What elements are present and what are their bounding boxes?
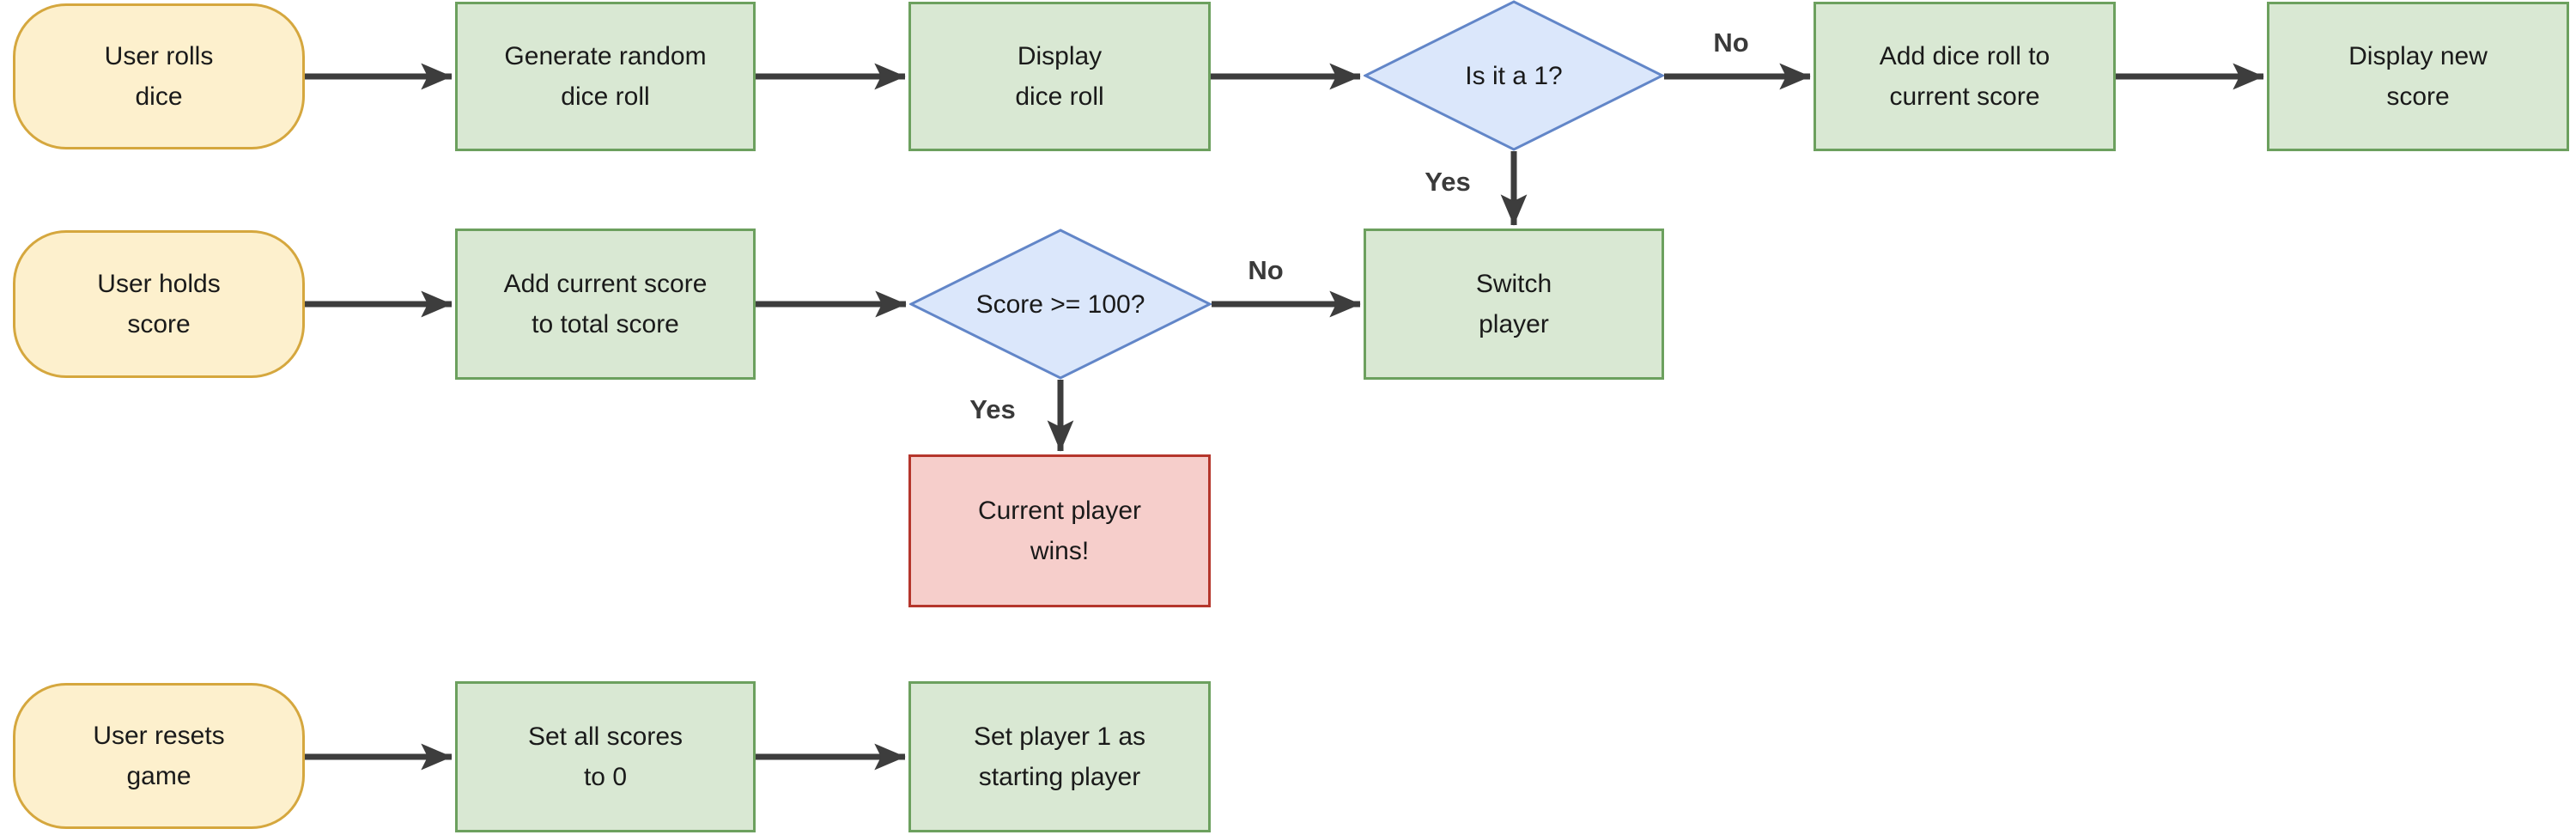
node-score-gte-100[interactable]: Score >= 100? bbox=[909, 229, 1212, 380]
node-set-player-1-as-starting-player[interactable]: Set player 1 as starting player bbox=[908, 681, 1211, 832]
node-display-dice-roll[interactable]: Display dice roll bbox=[908, 2, 1211, 151]
node-add-current-score-to-total-score[interactable]: Add current score to total score bbox=[455, 229, 756, 380]
node-label: Generate random dice roll bbox=[504, 42, 707, 111]
node-user-holds-score[interactable]: User holds score bbox=[13, 230, 305, 378]
node-user-resets-game[interactable]: User resets game bbox=[13, 683, 305, 829]
node-label: User resets game bbox=[93, 722, 225, 790]
node-set-all-scores-to-0[interactable]: Set all scores to 0 bbox=[455, 681, 756, 832]
edge-label-yes: Yes bbox=[969, 394, 1016, 424]
node-current-player-wins[interactable]: Current player wins! bbox=[908, 454, 1211, 607]
decision-diamond-shape bbox=[1364, 0, 1664, 151]
node-label: Display dice roll bbox=[1015, 42, 1104, 111]
node-display-new-score[interactable]: Display new score bbox=[2267, 2, 2569, 151]
node-generate-random-dice-roll[interactable]: Generate random dice roll bbox=[455, 2, 756, 151]
node-label: Score >= 100? bbox=[975, 290, 1145, 319]
edge-label-no: No bbox=[1713, 27, 1749, 58]
node-label: Set all scores to 0 bbox=[527, 722, 683, 791]
node-label: User holds score bbox=[97, 270, 221, 338]
node-label: Switch player bbox=[1475, 270, 1552, 338]
node-label: Current player wins! bbox=[977, 497, 1142, 565]
node-add-dice-roll-to-current-score[interactable]: Add dice roll to current score bbox=[1814, 2, 2116, 151]
node-label: User rolls dice bbox=[104, 42, 214, 111]
node-is-it-a-1[interactable]: Is it a 1? bbox=[1364, 0, 1664, 151]
node-label: Add current score to total score bbox=[503, 270, 708, 338]
node-user-rolls-dice[interactable]: User rolls dice bbox=[13, 3, 305, 149]
node-label: Is it a 1? bbox=[1465, 61, 1563, 90]
node-switch-player[interactable]: Switch player bbox=[1364, 229, 1664, 380]
decision-diamond-shape bbox=[909, 229, 1212, 380]
node-label: Display new score bbox=[2348, 42, 2488, 111]
edge-label-no: No bbox=[1248, 255, 1284, 285]
node-label: Set player 1 as starting player bbox=[973, 722, 1146, 791]
edge-label-yes: Yes bbox=[1425, 167, 1471, 197]
node-label: Add dice roll to current score bbox=[1879, 42, 2050, 111]
